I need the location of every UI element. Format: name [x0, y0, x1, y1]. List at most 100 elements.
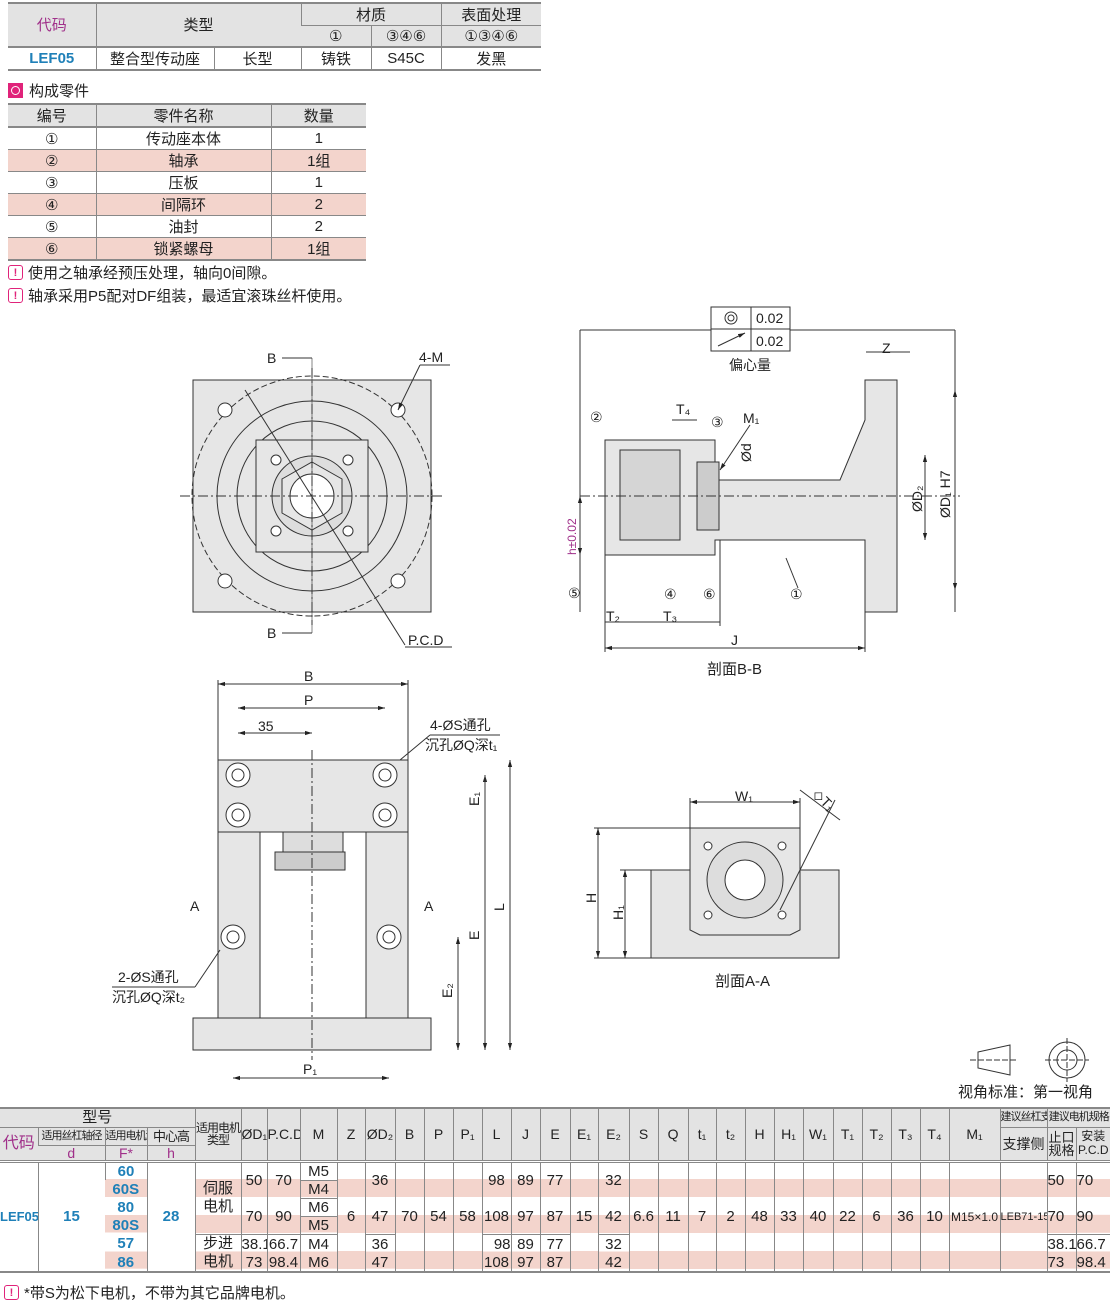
header-motor-spec: 建议电机规格: [1046, 1107, 1110, 1127]
header-col: E₂: [597, 1107, 630, 1161]
header-motor-type: 适用电机类型: [194, 1107, 242, 1161]
header-col: Z: [336, 1107, 366, 1161]
p1-cell: 58: [452, 1161, 483, 1273]
type-value-1: 整合型传动座: [95, 46, 214, 70]
d2-cell: 47: [364, 1198, 396, 1235]
flange-cell: 86: [117, 1253, 135, 1271]
header-code: 代码: [8, 3, 96, 47]
label-a-left: A: [190, 898, 200, 914]
header-screw-dia: 适用丝杠轴径: [37, 1126, 105, 1145]
header-col: M₁: [948, 1107, 1001, 1161]
tt4-cell: 10: [919, 1161, 950, 1273]
part-name: 传动座本体: [95, 126, 271, 150]
part-number: ①: [8, 126, 96, 150]
callout-6: ⑥: [703, 586, 716, 602]
l-cell: 108: [481, 1198, 512, 1235]
tt2-cell: 6: [861, 1161, 892, 1273]
e2-cell: 32: [597, 1234, 630, 1254]
header-number: 编号: [8, 104, 96, 127]
m-cell: M5: [299, 1215, 338, 1235]
header-col: T₁: [832, 1107, 863, 1161]
header-f: F*: [104, 1144, 147, 1161]
warning-icon: !: [8, 265, 23, 280]
label-b-bottom: B: [267, 625, 276, 641]
table-row: LEF05 15 60 28 伺服电机 50 70 M5 6 36 70 54 …: [0, 1161, 1110, 1273]
e2-cell: 42: [597, 1198, 630, 1235]
header-col: P₁: [452, 1107, 483, 1161]
header-part-name: 零件名称: [95, 104, 271, 127]
q-cell: 11: [657, 1161, 689, 1273]
surface-sub: ①③④⑥: [440, 25, 542, 47]
e-cell: 87: [539, 1253, 571, 1273]
mount-cell: 70: [1075, 1161, 1110, 1199]
table-row: 80S M5: [0, 1215, 1110, 1235]
table-row: 80 70 90 M6 47 108 97 87 42 70 90: [0, 1197, 1110, 1235]
e-cell: 77: [539, 1161, 571, 1199]
note-text: 使用之轴承经预压处理，轴向0间隙。: [28, 265, 277, 282]
part-name: 压板: [95, 171, 271, 194]
part-number: ④: [8, 193, 96, 216]
l-cell: 98: [481, 1161, 512, 1199]
label-h: H: [583, 893, 599, 903]
technical-drawings: B B 4-M P.C.D 0.02 0.02 偏心量 Z ØD₂ ØD₁ H7…: [112, 306, 1093, 1101]
parts-title: 构成零件: [29, 83, 90, 100]
d2-cell: 47: [364, 1253, 396, 1273]
label-d1: ØD₁ H7: [937, 470, 953, 518]
header-material: 材质: [300, 3, 442, 26]
label-b-top: B: [267, 350, 276, 366]
header-col: ØD₁: [240, 1107, 268, 1161]
label-p: P: [304, 692, 313, 708]
note-1: ! 使用之轴承经预压处理，轴向0间隙。: [8, 262, 276, 283]
spigot-cell: 70: [1046, 1198, 1077, 1235]
header-col: T₄: [919, 1107, 950, 1161]
header-col: W₁: [802, 1107, 834, 1161]
label-e1: E₁: [466, 792, 482, 806]
h1-cell: 33: [773, 1161, 804, 1273]
type-value-2: 长型: [213, 46, 302, 70]
header-code: 代码: [0, 1126, 38, 1161]
caption-section-bb: 剖面B-B: [707, 661, 762, 678]
m-cell: M6: [299, 1253, 338, 1273]
header-col: H: [744, 1107, 775, 1161]
label-l: L: [491, 903, 507, 911]
surface-value: 发黑: [440, 46, 542, 70]
header-support-side: 支撑侧: [999, 1126, 1048, 1161]
stepper-cell: 步进电机: [194, 1234, 242, 1273]
label-d: Ød: [738, 443, 754, 462]
material-sub-1: ①: [301, 25, 372, 47]
header-col: B: [394, 1107, 425, 1161]
screw-dia-cell: 15: [37, 1161, 105, 1273]
part-qty: 1: [270, 126, 366, 150]
part-name: 油封: [95, 215, 271, 238]
label-counterbore-t2: 沉孔ØQ深t₂: [112, 989, 185, 1005]
j-cell: 89: [510, 1161, 541, 1199]
label-2-holes: 2-ØS通孔: [118, 969, 179, 985]
label-t4: T₄: [676, 401, 691, 417]
header-support: 建议丝杠支座: [999, 1107, 1048, 1127]
callout-2: ②: [590, 409, 603, 425]
part-qty: 1组: [270, 237, 366, 260]
mount-cell: 90: [1075, 1198, 1110, 1235]
label-w1: W₁: [735, 788, 753, 804]
header-model: 型号: [0, 1107, 196, 1127]
header-flange: 适用电机法兰: [104, 1126, 147, 1145]
part-number: ⑤: [8, 215, 96, 238]
j-cell: 97: [510, 1253, 541, 1273]
flange-cell: 80S: [112, 1216, 140, 1234]
d1-cell: 70: [240, 1198, 268, 1235]
part-number: ⑥: [8, 237, 96, 260]
header-col: ØD₂: [364, 1107, 396, 1161]
tt3-cell: 36: [890, 1161, 921, 1273]
part-name: 间隔环: [95, 193, 271, 216]
t1-cell: 7: [687, 1161, 717, 1273]
m-cell: M6: [299, 1197, 338, 1217]
e-cell: 77: [539, 1234, 571, 1254]
label-h-tol: h±0.02: [565, 518, 579, 555]
callout-1: ①: [790, 586, 803, 602]
part-name: 轴承: [95, 149, 271, 172]
note-text: 轴承采用P5配对DF组装，最适宜滚珠丝杆使用。: [28, 288, 352, 305]
d2-cell: 36: [364, 1234, 396, 1254]
